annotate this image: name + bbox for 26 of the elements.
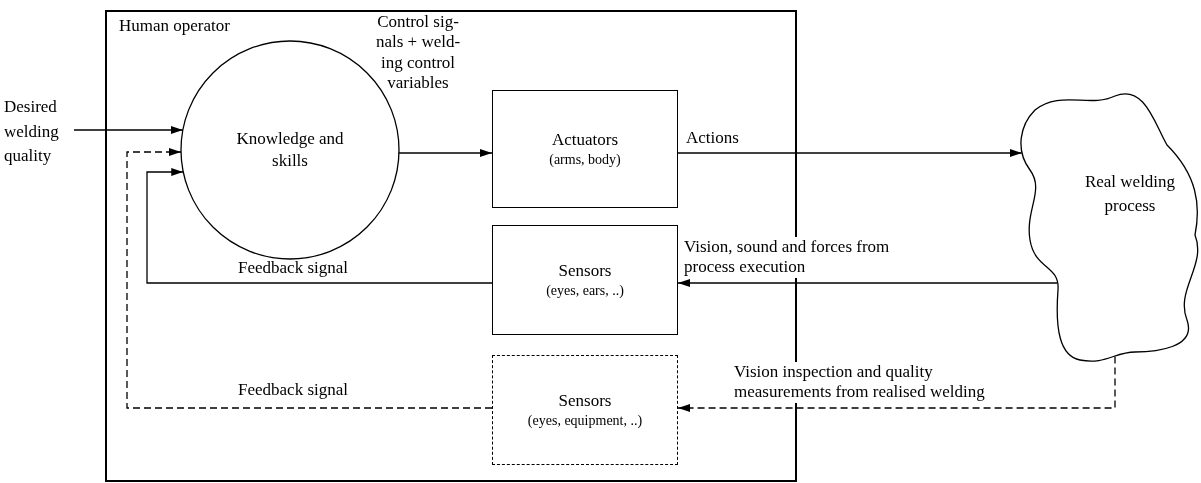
arrow: [126, 148, 493, 409]
node-title: Sensors: [558, 259, 612, 282]
edge-label: Feedback signal: [238, 380, 349, 401]
arrow: [677, 279, 1059, 287]
node-title: Actuators: [551, 128, 619, 151]
node-label: Knowledge and skills: [235, 127, 345, 172]
node-title: Sensors: [558, 389, 612, 412]
node-label: Real welding process: [1083, 171, 1177, 217]
input-label: Desired welding quality: [4, 96, 60, 168]
node-subtitle: (arms, body): [549, 150, 621, 169]
arrow: [73, 126, 184, 134]
edge-label: Vision inspection and quality measurements from realised welding: [734, 362, 987, 403]
arrow: [677, 149, 1023, 157]
component-box: [492, 90, 678, 208]
arrow: [677, 355, 1116, 412]
component-box: [492, 355, 678, 465]
component-box: [492, 225, 678, 335]
edge-label: Control sig- nals + weld- ing control variables: [374, 12, 462, 94]
node-subtitle: (eyes, ears, ..): [546, 281, 624, 300]
group-heading: Human operator: [119, 16, 230, 36]
arrow: [398, 149, 493, 157]
edge-label: Feedback signal: [238, 258, 349, 279]
edge-label: Actions: [686, 128, 740, 149]
node-subtitle: (eyes, equipment, ..): [527, 411, 643, 430]
arrow: [146, 168, 493, 284]
edge-label: Vision, sound and forces from process execution: [684, 237, 892, 278]
